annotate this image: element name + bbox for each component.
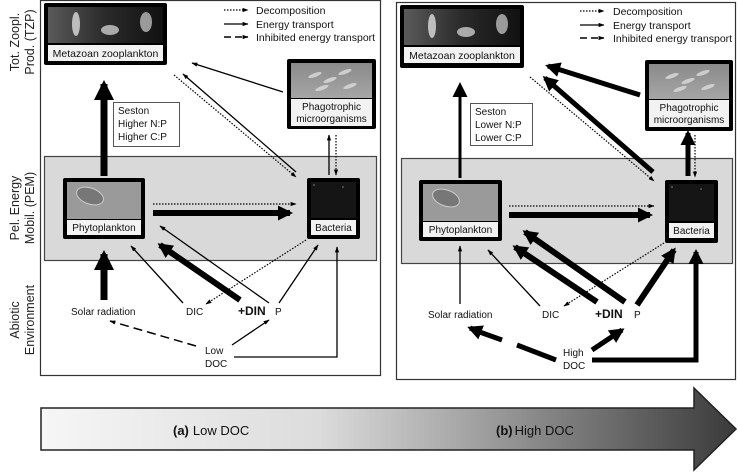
arrow-din-to-phyto xyxy=(512,244,599,305)
phagotrophic-box: Phagotrophic microorganisms xyxy=(645,60,733,131)
seston-box: Seston Higher N:P Higher C:P xyxy=(113,102,180,147)
legend-inhibited-label: Inhibited energy transport xyxy=(613,33,732,45)
metazoan-label: Metazoan zooplankton xyxy=(409,50,515,62)
p-label: P xyxy=(275,307,282,318)
arrow-bact-to-zoo xyxy=(542,76,655,174)
phagotrophic-box: Phagotrophic microorganisms xyxy=(287,59,376,129)
metazoan-label: Metazoan zooplankton xyxy=(53,48,159,60)
seston-line: Lower C:P xyxy=(475,133,522,144)
arrow-doc-to-bact xyxy=(234,246,340,358)
phagotrophic-label-line1: Phagotrophic xyxy=(660,103,719,114)
din-label: +DIN xyxy=(238,304,266,318)
din-label: +DIN xyxy=(595,307,623,321)
row-label-pem: Pel. Energy Mobil. (PEM) xyxy=(8,172,37,244)
label-a-text: Low DOC xyxy=(193,423,249,438)
phagotrophic-label-line2: microorganisms xyxy=(654,115,725,126)
phagotrophic-label-line2: microorganisms xyxy=(296,114,367,125)
seston-line: Seston xyxy=(118,106,149,117)
phytoplankton-label: Phytoplankton xyxy=(429,225,492,236)
arrows-panel-b xyxy=(452,62,704,363)
label-b-tag: (b) xyxy=(496,423,513,438)
seston-line: Seston xyxy=(475,107,506,118)
legend-energy-label: Energy transport xyxy=(256,19,334,31)
phytoplankton-image xyxy=(67,182,141,219)
phytoplankton-label: Phytoplankton xyxy=(72,223,135,234)
row-label-abiotic: Abiotic Environment xyxy=(8,284,37,355)
arrow-phago-to-zoo xyxy=(545,62,641,98)
arrow-dic-to-phyto xyxy=(130,245,184,304)
seston-line: Higher C:P xyxy=(118,132,167,143)
arrow-p-to-phyto xyxy=(159,225,270,304)
arrows-panel-a xyxy=(94,62,340,358)
legend-energy-label: Energy transport xyxy=(613,20,691,32)
bacteria-box: Bacteria xyxy=(307,178,360,239)
arrow-doc-to-p xyxy=(590,327,625,353)
bacteria-image xyxy=(669,184,714,221)
p-label: P xyxy=(634,310,641,321)
seston-box: Seston Lower N:P Lower C:P xyxy=(470,103,533,146)
doc-label: DOC xyxy=(563,361,585,372)
solar-radiation-label: Solar radiation xyxy=(428,310,492,321)
row-label-line2: Prod. (TZP) xyxy=(23,9,37,74)
solar-radiation-label: Solar radiation xyxy=(71,307,135,318)
doc-level-label: High xyxy=(563,348,584,359)
arrow-p-to-bact xyxy=(278,244,319,304)
doc-gradient-arrow: (a) Low DOC (b)High DOC xyxy=(40,386,738,472)
gradient-label-a: (a) Low DOC xyxy=(173,423,249,438)
doc-label: DOC xyxy=(205,359,227,370)
row-label-line2: Environment xyxy=(23,284,37,355)
doc-level-label: Low xyxy=(205,346,224,357)
arrow-p-to-bact xyxy=(634,247,677,307)
row-label-line1: Abiotic xyxy=(8,301,22,339)
phagotrophic-label-line1: Phagotrophic xyxy=(302,102,361,113)
legend: Decomposition Energy transport Inhibited… xyxy=(224,5,375,44)
metazoan-zooplankton-box: Metazoan zooplankton xyxy=(44,3,167,65)
arrow-p-to-phyto xyxy=(522,229,627,305)
label-a-tag: (a) xyxy=(173,423,189,438)
row-label-tzp: Tot. Zoopl. Prod. (TZP) xyxy=(8,9,37,74)
arrow-bact-to-zoo xyxy=(182,73,297,173)
arrow-dic-to-phyto xyxy=(487,249,541,307)
arrow-doc-to-bact xyxy=(592,249,704,363)
row-label-line1: Pel. Energy xyxy=(8,175,22,240)
gradient-arrow-shape xyxy=(40,386,738,472)
bacteria-label: Bacteria xyxy=(673,226,710,237)
row-label-line1: Tot. Zoopl. xyxy=(8,13,22,71)
seston-line: Higher N:P xyxy=(118,119,167,130)
bacteria-image xyxy=(311,182,356,218)
phytoplankton-box: Phytoplankton xyxy=(63,178,145,239)
metazoan-zooplankton-box: Metazoan zooplankton xyxy=(400,5,524,68)
legend-decomposition-label: Decomposition xyxy=(256,5,326,17)
dic-label: DIC xyxy=(542,310,559,321)
legend: Decomposition Energy transport Inhibited… xyxy=(580,6,732,45)
panel-a: Decomposition Energy transport Inhibited… xyxy=(39,0,382,377)
bacteria-box: Bacteria xyxy=(665,180,718,243)
phytoplankton-image xyxy=(423,184,498,221)
arrow-phago-to-zoo xyxy=(191,62,284,93)
arrow-doc-inhibited-to-solar xyxy=(109,320,197,347)
row-label-line2: Mobil. (PEM) xyxy=(23,172,37,244)
seston-line: Lower N:P xyxy=(475,120,522,131)
panel-b: Decomposition Energy transport Inhibited… xyxy=(395,1,737,381)
legend-inhibited-label: Inhibited energy transport xyxy=(256,32,375,44)
legend-decomposition-label: Decomposition xyxy=(613,6,683,18)
gradient-label-b: (b)High DOC xyxy=(496,423,574,438)
label-b-text: High DOC xyxy=(515,423,574,438)
arrow-doc-to-p xyxy=(231,319,270,346)
dic-label: DIC xyxy=(186,307,203,318)
phytoplankton-box: Phytoplankton xyxy=(419,180,502,241)
bacteria-label: Bacteria xyxy=(315,223,352,234)
arrow-doc-to-solar xyxy=(467,325,484,340)
arrow-zoo-decomp-to-bact xyxy=(173,74,297,178)
